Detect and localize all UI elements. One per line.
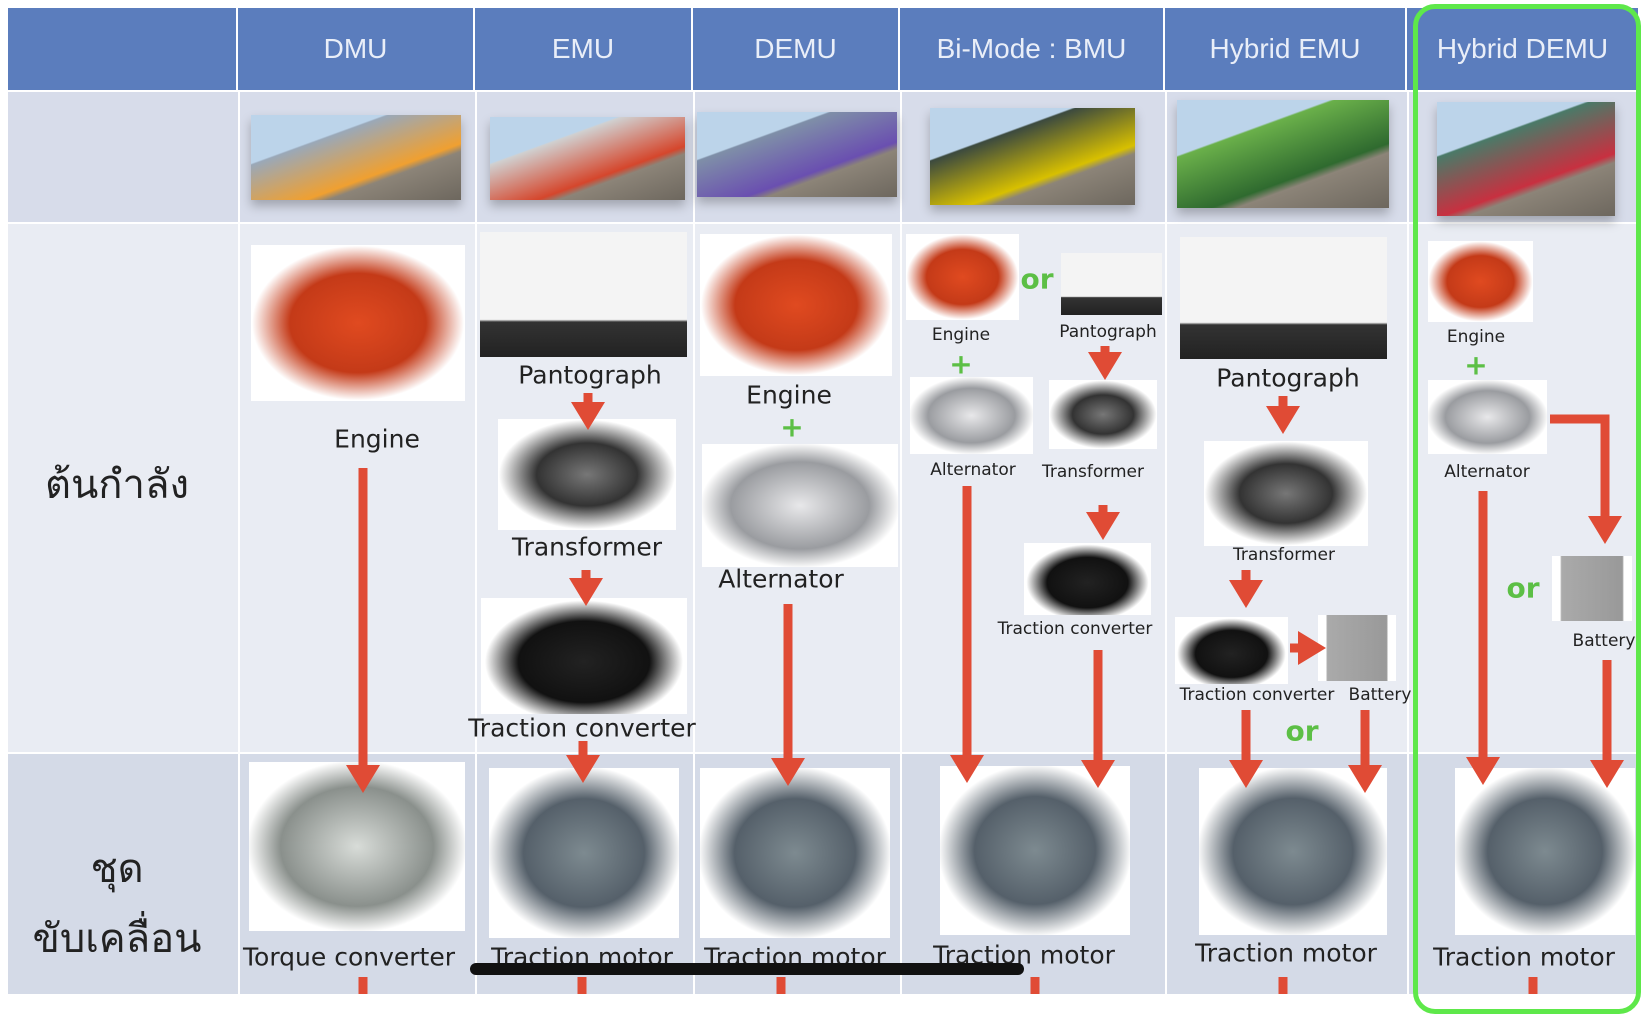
flow-arrow	[1348, 710, 1382, 793]
row-label-drive: ชุด	[90, 846, 144, 892]
flow-arrow	[566, 741, 600, 783]
row-label-drive: ขับเคลื่อน	[32, 916, 202, 962]
component-label: Traction converter	[468, 713, 696, 743]
flow-arrow	[1081, 650, 1115, 788]
column-header: EMU	[475, 8, 693, 90]
traction-motor-image	[1199, 768, 1387, 935]
column-header: Hybrid EMU	[1165, 8, 1407, 90]
engine-image	[700, 234, 892, 376]
column-header: DMU	[238, 8, 475, 90]
flow-arrow	[1290, 631, 1326, 665]
train-photo	[251, 115, 461, 200]
battery-image	[1552, 556, 1632, 621]
pantograph-image	[480, 232, 687, 357]
train-photo	[1437, 102, 1615, 216]
column-divider	[238, 90, 240, 994]
alternator-image	[910, 377, 1033, 454]
flow-arrow	[1229, 710, 1263, 788]
flow-arrow	[1466, 491, 1500, 785]
traction-motor-image	[700, 768, 890, 938]
component-label: Engine	[1446, 327, 1506, 347]
component-label: Engine	[931, 325, 991, 345]
flow-arrow	[346, 468, 380, 793]
pantograph-image	[1180, 237, 1387, 359]
transformer-image	[498, 419, 676, 530]
train-photo	[930, 108, 1135, 205]
row-divider	[8, 752, 1640, 754]
battery-image	[1318, 615, 1396, 681]
component-label: Transformer	[511, 532, 663, 562]
transformer-image	[1049, 380, 1157, 449]
engine-image	[906, 234, 1019, 320]
component-label: Alternator	[718, 564, 844, 594]
component-label: Traction motor	[1195, 938, 1377, 968]
pantograph-image	[1061, 253, 1162, 315]
flow-arrow	[771, 604, 805, 786]
flow-arrow	[571, 393, 605, 430]
component-label: Engine	[746, 380, 832, 410]
flow-arrow	[1590, 660, 1624, 788]
component-label: Transformer	[1041, 462, 1145, 482]
alternator-image	[702, 444, 898, 567]
traction-converter-image	[1024, 543, 1151, 615]
header-corner	[8, 8, 238, 90]
highlight-column-border	[1413, 4, 1641, 1014]
component-label: Pantograph	[518, 360, 662, 390]
traction-motor-image	[940, 766, 1130, 935]
component-label: Transformer	[1232, 545, 1336, 565]
train-photo	[490, 117, 685, 200]
column-divider	[475, 90, 477, 994]
traction-converter-image	[1175, 617, 1288, 684]
or-label: or	[1285, 714, 1319, 748]
component-label: Traction converter	[997, 619, 1153, 639]
column-divider	[1407, 90, 1409, 994]
column-header: Hybrid DEMU	[1407, 8, 1640, 90]
row-divider	[8, 90, 1640, 92]
flow-arrow	[1550, 414, 1622, 544]
component-label: Battery	[1572, 631, 1636, 651]
component-label: Alternator	[1444, 462, 1530, 482]
engine-image	[251, 245, 465, 401]
component-label: Engine	[334, 424, 420, 454]
component-label: Traction motor	[1433, 942, 1615, 972]
column-header: Bi-Mode : BMU	[900, 8, 1165, 90]
or-label: or	[1020, 262, 1054, 296]
scroll-indicator[interactable]	[470, 963, 1024, 975]
alternator-image	[1428, 380, 1547, 454]
flow-arrow	[950, 486, 984, 783]
traction-motor-image	[1455, 768, 1635, 935]
plus-sign: +	[780, 410, 804, 444]
transformer-image	[1204, 441, 1368, 546]
traction-motor-image	[489, 768, 679, 938]
train-photo	[697, 112, 897, 197]
torque-converter-image	[249, 762, 465, 931]
flow-arrow	[1088, 346, 1122, 380]
plus-sign: +	[949, 347, 973, 381]
column-header: DEMU	[693, 8, 900, 90]
row-label-power-source: ต้นกำลัง	[44, 462, 190, 508]
component-label: Battery	[1348, 685, 1412, 705]
flow-arrow	[1229, 570, 1263, 608]
component-label: Alternator	[930, 460, 1016, 480]
plus-sign: +	[1464, 348, 1488, 382]
or-label: or	[1506, 571, 1540, 605]
column-divider	[1165, 90, 1167, 994]
component-label: Pantograph	[1059, 322, 1157, 342]
component-label: Traction converter	[1179, 685, 1335, 705]
flow-arrow	[1086, 505, 1120, 540]
row-divider	[8, 222, 1640, 224]
column-divider	[900, 90, 902, 994]
engine-image	[1428, 241, 1533, 322]
component-label: Pantograph	[1216, 363, 1360, 393]
flow-arrow	[569, 570, 603, 606]
train-photo	[1177, 100, 1389, 208]
traction-converter-image	[481, 598, 687, 714]
component-label: Torque converter	[243, 942, 455, 972]
column-divider	[693, 90, 695, 994]
flow-arrow	[1266, 396, 1300, 434]
